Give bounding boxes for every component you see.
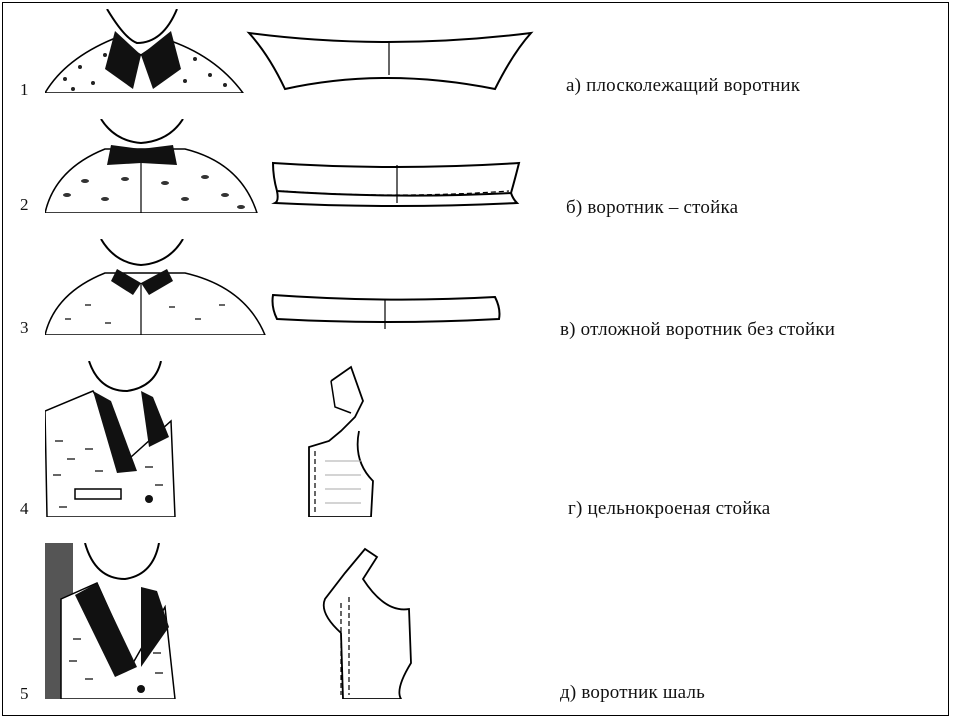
row-4-caption: г) цельнокроеная стойка: [568, 499, 770, 519]
row-3-collar-pattern: [269, 291, 505, 333]
row-4-bodice-pattern: [301, 361, 393, 517]
row-5-caption: д) воротник шаль: [560, 683, 705, 703]
row-1-garment-sketch: [45, 9, 245, 93]
row-5-bodice-pattern: [315, 543, 419, 699]
row-3-caption: в) отложной воротник без стойки: [560, 320, 835, 340]
row-1-caption: а) плосколежащий воротник: [566, 76, 800, 96]
row-2-caption: б) воротник – стойка: [566, 198, 738, 218]
row-4-garment-sketch: [45, 361, 179, 517]
row-2-garment-sketch: [45, 119, 259, 213]
row-5-garment-sketch: [45, 543, 179, 699]
row-2-collar-pattern: [269, 157, 523, 209]
row-5-number: 5: [20, 685, 29, 702]
row-1-collar-pattern: [245, 29, 535, 95]
row-3-number: 3: [20, 319, 29, 336]
row-4-number: 4: [20, 500, 29, 517]
row-3-garment-sketch: [45, 239, 267, 335]
row-2-number: 2: [20, 196, 29, 213]
row-1-number: 1: [20, 81, 29, 98]
